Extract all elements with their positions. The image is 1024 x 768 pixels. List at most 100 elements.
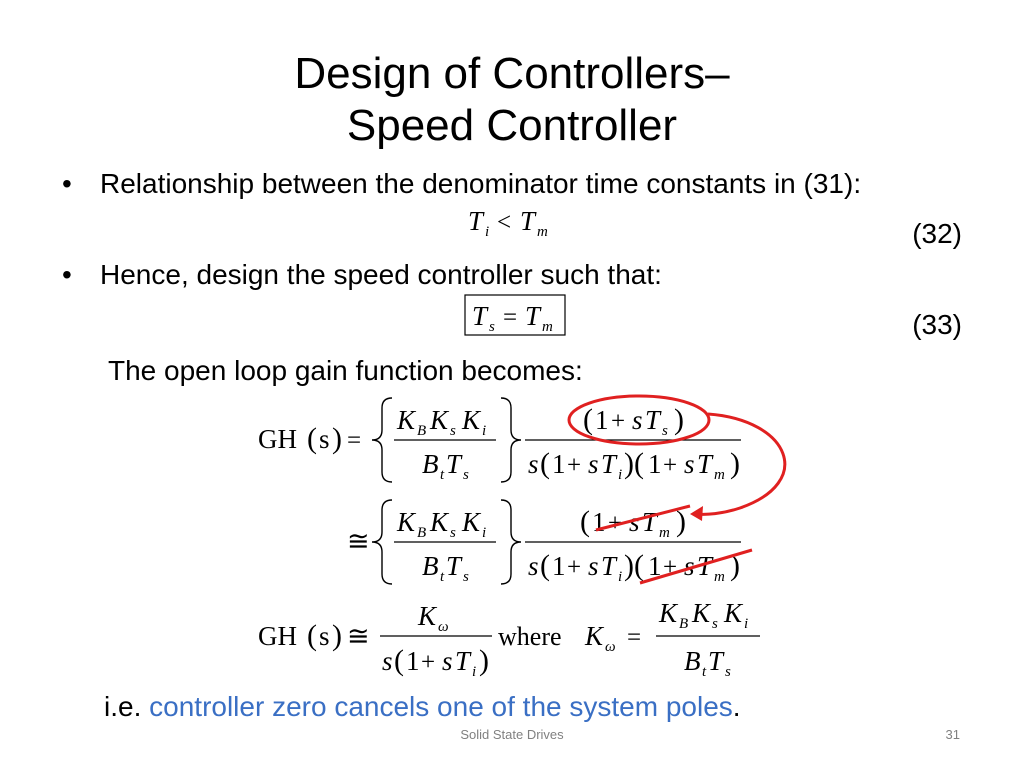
svg-text:(: ( (583, 403, 593, 436)
svg-text:T: T (455, 646, 472, 676)
svg-text:s: s (450, 525, 456, 541)
title-line-1: Design of Controllers– (294, 49, 730, 98)
footer-title: Solid State Drives (460, 727, 564, 742)
svg-text:B: B (684, 646, 701, 676)
conclusion-prefix: i.e. (104, 691, 142, 722)
svg-text:T: T (697, 449, 714, 479)
bullet-item-2: • Hence, design the speed controller such… (62, 258, 662, 292)
svg-text:i: i (472, 664, 476, 680)
svg-text:i: i (744, 616, 748, 632)
svg-text:T: T (472, 301, 489, 331)
svg-text:+: + (608, 510, 622, 537)
svg-text:1: 1 (406, 646, 420, 676)
open-loop-gain-derivation: GH ( s ) = K B K s K i B t T s ( 1 + s T… (258, 394, 787, 680)
svg-text:K: K (429, 507, 450, 537)
svg-text:s: s (463, 467, 469, 483)
svg-text:(: ( (394, 644, 404, 677)
svg-text:s: s (684, 551, 695, 581)
svg-text:1: 1 (648, 551, 662, 581)
equation-number-33: (33) (912, 309, 962, 340)
svg-text:B: B (679, 616, 688, 632)
svg-text:)(: )( (624, 447, 644, 480)
svg-text:K: K (396, 507, 417, 537)
svg-text:s: s (382, 646, 393, 676)
highlight-oval (567, 394, 711, 446)
svg-text:m: m (542, 319, 553, 335)
svg-text:ω: ω (605, 639, 616, 655)
svg-text:T: T (697, 551, 714, 581)
svg-text:)(: )( (624, 549, 644, 582)
svg-text:+: + (421, 649, 435, 676)
svg-text:s: s (662, 423, 668, 439)
svg-text:s: s (528, 449, 539, 479)
svg-text:K: K (723, 598, 744, 628)
svg-text:+: + (663, 452, 677, 479)
right-brace (500, 397, 522, 483)
bullet-item-1: •Relationship between the denominator ti… (62, 167, 861, 201)
cancel-stroke-numerator (595, 504, 691, 532)
svg-text:s: s (629, 507, 640, 537)
svg-text:s: s (712, 616, 718, 632)
svg-text:m: m (537, 224, 548, 240)
bullet-text-2: Hence, design the speed controller such … (100, 259, 662, 290)
svg-text:): ) (332, 422, 342, 455)
svg-text:T: T (601, 551, 618, 581)
svg-text:i: i (485, 224, 489, 240)
svg-text:(: ( (540, 447, 550, 480)
svg-text:GH: GH (258, 424, 297, 454)
conclusion-highlight: controller zero cancels one of the syste… (149, 691, 733, 722)
svg-text:(: ( (307, 422, 317, 455)
title-line-2: Speed Controller (346, 101, 678, 150)
slide-title: Design of Controllers– Speed Controller (0, 48, 1024, 152)
gain-equation-line-3: GH ( s ) ≅ K ω s ( 1 + s T i ) where K ω… (258, 598, 760, 680)
right-brace (500, 499, 522, 585)
svg-text:where: where (498, 622, 562, 651)
svg-text:=: = (347, 427, 361, 454)
svg-text:): ) (730, 549, 740, 582)
svg-text:T: T (446, 449, 463, 479)
svg-text:T: T (645, 405, 662, 435)
approx-equal-sign: ≅ (347, 621, 370, 651)
equation-box (464, 294, 566, 336)
svg-text:): ) (676, 505, 686, 538)
svg-text:i: i (482, 423, 486, 439)
approx-equal-sign: ≅ (347, 526, 370, 556)
svg-text:s: s (725, 664, 731, 680)
svg-text:(: ( (580, 505, 590, 538)
bullet-marker: • (62, 168, 72, 199)
bullet-marker: • (62, 259, 72, 290)
svg-text:(: ( (540, 549, 550, 582)
svg-text:K: K (461, 507, 482, 537)
svg-text:T: T (642, 507, 659, 537)
svg-text:i: i (482, 525, 486, 541)
svg-text:K: K (461, 405, 482, 435)
equation-number-32: (32) (912, 218, 962, 249)
svg-text:): ) (479, 644, 489, 677)
svg-text:m: m (714, 467, 725, 483)
svg-text:s: s (489, 319, 495, 335)
svg-text:s: s (632, 405, 643, 435)
svg-text:T: T (708, 646, 725, 676)
eq32-t-m: T (520, 206, 537, 236)
svg-text:B: B (417, 525, 426, 541)
svg-text:1: 1 (595, 405, 609, 435)
arrow-head (690, 506, 703, 521)
svg-text:T: T (446, 551, 463, 581)
left-brace (371, 397, 393, 483)
svg-text:T: T (601, 449, 618, 479)
less-than-sign: < (497, 209, 511, 236)
svg-text:B: B (417, 423, 426, 439)
svg-text:1: 1 (592, 507, 606, 537)
equation-33: T s = T m (464, 294, 566, 336)
svg-text:s: s (463, 569, 469, 585)
svg-text:B: B (422, 551, 439, 581)
svg-text:m: m (659, 525, 670, 541)
svg-text:): ) (674, 403, 684, 436)
svg-text:s: s (684, 449, 695, 479)
svg-text:1: 1 (648, 449, 662, 479)
svg-text:(: ( (307, 619, 317, 652)
svg-text:s: s (319, 621, 330, 651)
svg-text:s: s (528, 551, 539, 581)
svg-text:=: = (627, 624, 641, 651)
svg-text:+: + (567, 554, 581, 581)
